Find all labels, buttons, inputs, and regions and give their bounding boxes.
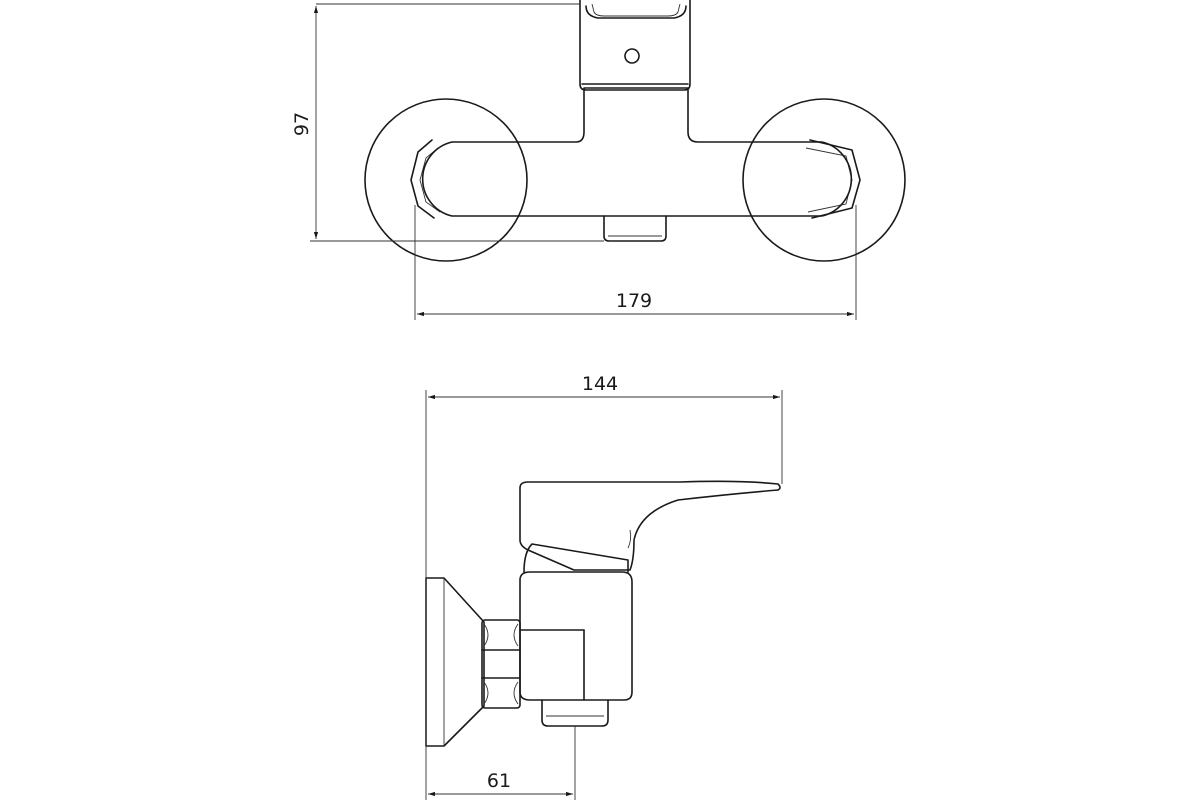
- left-nut: [410, 139, 435, 219]
- mixer-body: [421, 87, 853, 217]
- dimension-offset: 61: [487, 770, 511, 792]
- right-rosette: [742, 98, 906, 262]
- lever-handle-side: [519, 480, 781, 571]
- dimension-height: 97: [291, 112, 313, 136]
- cartridge-cap: [523, 543, 629, 573]
- dimension-width: 179: [616, 290, 652, 312]
- side-view: 144 61: [425, 373, 783, 800]
- left-rosette: [364, 98, 528, 262]
- front-view: 97 179: [291, 0, 906, 320]
- dimension-depth: 144: [582, 373, 618, 395]
- right-nut: [809, 139, 861, 219]
- wall-flange: [425, 577, 485, 747]
- outlet-side: [541, 699, 609, 727]
- mixer-body-side: [519, 571, 633, 701]
- lever-hole: [624, 48, 640, 64]
- lever-handle: [579, 0, 691, 91]
- bottom-outlet: [603, 215, 667, 242]
